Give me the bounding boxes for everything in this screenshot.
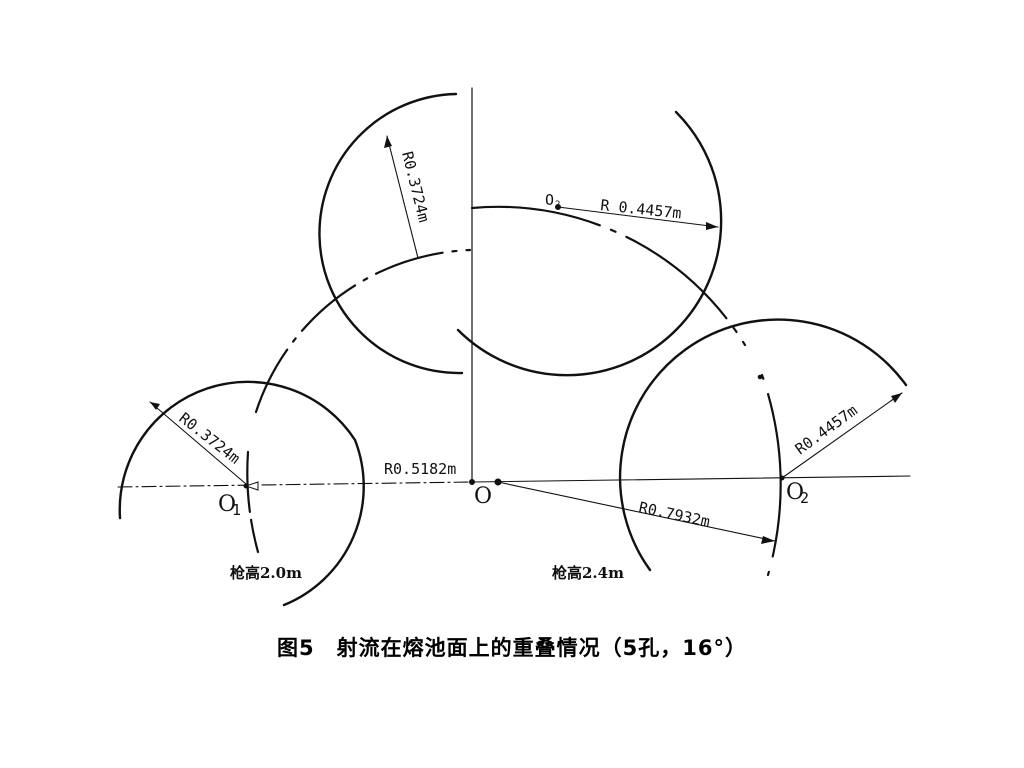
- arrowhead: [891, 393, 902, 403]
- label-o2-top-sub: 2: [555, 200, 560, 210]
- circle-o2: [618, 318, 908, 572]
- point-o1: [243, 483, 249, 489]
- label-o-center: O: [474, 484, 492, 509]
- circle-center-dashed-right: [470, 205, 747, 347]
- gun-height-left: 枪高2.0m: [230, 564, 302, 582]
- radius-line-upper-left: [386, 135, 419, 259]
- label-o1: O: [218, 492, 236, 517]
- radius-line-o1: [149, 401, 247, 485]
- arrowhead: [244, 481, 259, 491]
- point-o2: [779, 475, 785, 481]
- label-o2-sub: 2: [800, 489, 809, 507]
- horizontal-axis-right: [471, 475, 911, 483]
- radius-line-large: [497, 481, 776, 542]
- radius-line-o2: [781, 392, 903, 479]
- circle-o1: [118, 380, 365, 607]
- label-r-large: R0.7932m: [637, 498, 711, 531]
- arc-left-dash: [246, 450, 260, 554]
- radius-line-upper-right: [557, 206, 719, 228]
- gun-height-right: 枪高2.4m: [552, 564, 624, 582]
- arrowhead: [384, 136, 392, 148]
- circle-center-dashed: [254, 248, 472, 414]
- point-o2-top: [555, 204, 561, 210]
- label-r-left-upper: R0.3724m: [398, 150, 433, 224]
- point-mark: [757, 374, 763, 380]
- figure-caption: 图5 射流在熔池面上的重叠情况（5孔，16°）: [277, 636, 747, 660]
- circle-upper-right: [456, 110, 723, 377]
- label-o2-top: O: [545, 191, 554, 209]
- arrowhead: [761, 536, 775, 544]
- label-o2: O: [786, 480, 804, 505]
- point-o-center: [469, 479, 475, 485]
- horizontal-axis-left: [117, 481, 473, 488]
- circle-upper-left: [318, 92, 464, 375]
- label-r-left-lower: R0.3724m: [176, 409, 244, 468]
- arrowhead: [150, 402, 160, 410]
- point-o-offset: [494, 478, 502, 486]
- arrowhead: [706, 222, 718, 230]
- label-r-center: R0.5182m: [384, 460, 456, 478]
- label-r-right-upper: R 0.4457m: [600, 196, 683, 222]
- arc-large: [760, 373, 782, 577]
- label-o1-sub: 1: [232, 501, 241, 519]
